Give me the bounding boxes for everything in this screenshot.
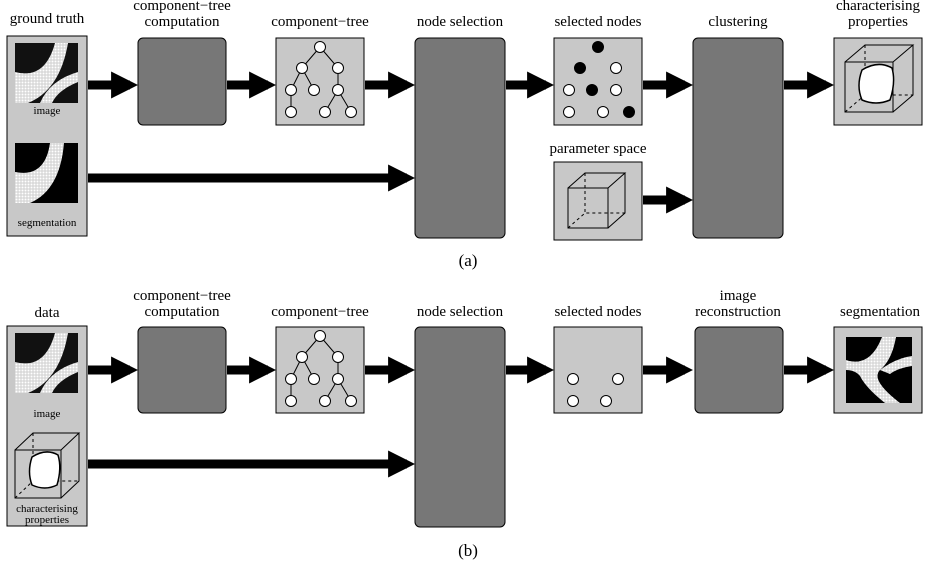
clustering-box [692, 37, 784, 239]
image-reconstruction-label-1: image [720, 288, 757, 304]
parameter-space-box [553, 161, 643, 241]
segmentation-output-label: segmentation [840, 304, 920, 320]
selected-nodes-label-b: selected nodes [554, 304, 641, 320]
component-tree-label: component−tree [271, 14, 369, 30]
image-thumbnail-b [15, 333, 78, 393]
parameter-space-label: parameter space [549, 141, 646, 157]
component-tree-box-b [275, 326, 365, 414]
caption-b: (b) [458, 541, 478, 560]
char-props-thumbnail-b [14, 432, 81, 499]
node-selection-box [414, 37, 506, 239]
node-selection-label: node selection [417, 14, 504, 30]
image-reconstruction-box [694, 326, 784, 414]
char-props-box [833, 37, 923, 126]
ct-computation-box-b [137, 326, 227, 414]
ct-computation-label-1: component−tree [133, 0, 231, 14]
char-props-label-b-1: characterising [16, 503, 78, 515]
segmentation-label: segmentation [18, 217, 77, 229]
ct-computation-label-b-2: computation [145, 304, 220, 320]
selected-nodes-label: selected nodes [554, 14, 641, 30]
image-label-b: image [34, 408, 61, 420]
component-tree-box [275, 37, 365, 126]
panel-a: ground truth image segmentation componen… [6, 0, 923, 270]
node-selection-label-b: node selection [417, 304, 504, 320]
selected-nodes-box [553, 37, 643, 126]
panel-b: data image characterising properties com… [6, 288, 923, 560]
char-props-label-b-2: properties [25, 514, 69, 526]
ct-computation-box [137, 37, 227, 126]
data-label: data [35, 305, 60, 321]
char-props-label-2: properties [848, 14, 908, 30]
node-selection-box-b [414, 326, 506, 528]
segmentation-thumbnail [15, 143, 78, 203]
caption-a: (a) [459, 251, 478, 270]
ct-computation-label-b-1: component−tree [133, 288, 231, 304]
clustering-label: clustering [708, 14, 768, 30]
ground-truth-label: ground truth [10, 11, 85, 27]
ct-computation-label-2: computation [145, 14, 220, 30]
char-props-label-1: characterising [836, 0, 921, 14]
image-label: image [34, 105, 61, 117]
component-tree-label-b: component−tree [271, 304, 369, 320]
image-thumbnail [15, 43, 78, 103]
segmentation-output-box [833, 326, 923, 414]
image-reconstruction-label-2: reconstruction [695, 304, 781, 320]
selected-nodes-box-b [553, 326, 643, 414]
